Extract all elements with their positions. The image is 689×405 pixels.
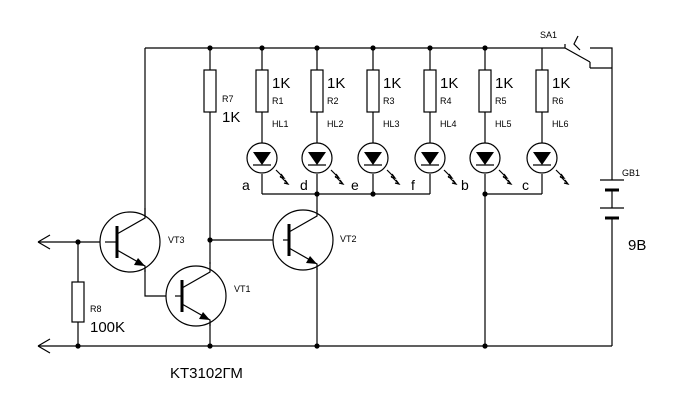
- transistor-name: VT1: [234, 284, 251, 294]
- resistor-name: R4: [440, 96, 452, 106]
- led-name: HL1: [272, 119, 289, 129]
- led-name: HL2: [327, 119, 344, 129]
- segment-label: f: [411, 177, 415, 193]
- segment-label: a: [242, 177, 250, 193]
- resistor-value: 1K: [552, 75, 570, 92]
- battery-gb1: GB1 9B: [600, 168, 646, 254]
- resistor-value: 1K: [495, 75, 513, 92]
- segment-label: e: [351, 177, 359, 193]
- resistor-name: R1: [272, 96, 284, 106]
- resistor-value: 1K: [222, 109, 240, 126]
- switch-sa1: SA1: [540, 30, 613, 68]
- led-hl1: HL1 a: [242, 119, 290, 193]
- transistor-vt1: VT1: [165, 262, 251, 327]
- switch-name: SA1: [540, 30, 557, 40]
- led-name: HL5: [495, 119, 512, 129]
- wiring: [38, 47, 613, 347]
- resistor-value: 1K: [440, 75, 458, 92]
- transistor-vt3: VT3: [99, 208, 185, 273]
- junction-dots: [75, 45, 488, 349]
- transistor-name: VT3: [168, 235, 185, 245]
- resistor-name: R3: [383, 96, 395, 106]
- resistor-r4: 1K R4: [423, 69, 458, 113]
- segment-label: c: [522, 177, 529, 193]
- led-hl4: HL4 f: [411, 119, 458, 193]
- resistor-name: R2: [327, 96, 339, 106]
- resistor-r3: 1K R3: [366, 69, 401, 113]
- resistor-r8: R8 100K: [71, 281, 125, 336]
- resistor-value: 1K: [383, 75, 401, 92]
- led-hl6: HL6 c: [522, 119, 570, 193]
- input-terminals: [37, 234, 51, 354]
- resistor-r6: 1K R6: [535, 69, 570, 113]
- resistor-value: 1K: [327, 75, 345, 92]
- led-name: HL4: [440, 119, 457, 129]
- led-hl2: HL2 d: [300, 119, 345, 193]
- battery-name: GB1: [622, 168, 640, 178]
- transistor-type-label: KT3102ГМ: [170, 365, 243, 382]
- resistor-name: R5: [495, 96, 507, 106]
- resistor-r5: 1K R5: [478, 69, 513, 113]
- segment-label: d: [300, 177, 308, 193]
- resistor-name: R7: [222, 94, 234, 104]
- led-hl5: HL5 b: [461, 119, 513, 193]
- led-name: HL6: [552, 119, 569, 129]
- resistor-name: R8: [90, 304, 102, 314]
- led-hl3: HL3 e: [351, 119, 401, 193]
- led-name: HL3: [383, 119, 400, 129]
- segment-label: b: [461, 177, 469, 193]
- battery-voltage: 9B: [628, 237, 646, 254]
- resistor-value: 100K: [90, 319, 125, 336]
- resistor-name: R6: [552, 96, 564, 106]
- transistor-name: VT2: [340, 234, 357, 244]
- resistor-value: 1K: [272, 75, 290, 92]
- resistor-r1: 1K R1: [255, 69, 290, 113]
- transistor-vt2: VT2: [272, 209, 357, 271]
- resistor-r2: 1K R2: [310, 69, 345, 113]
- resistor-r7: R7 1K: [203, 69, 240, 126]
